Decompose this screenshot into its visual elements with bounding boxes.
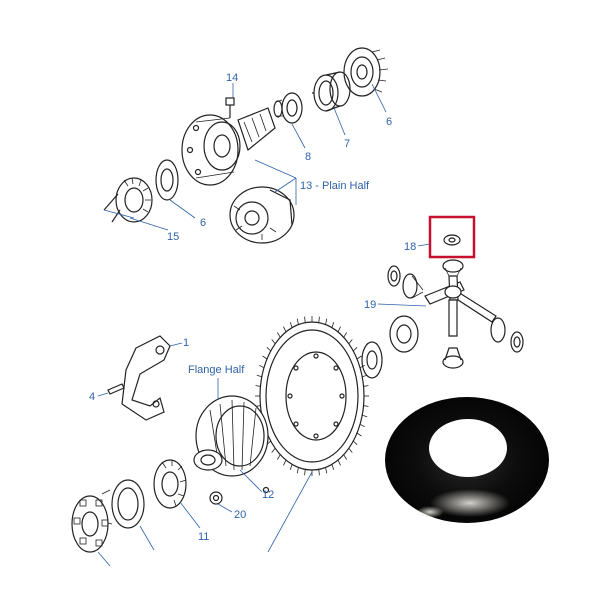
ring-gear-tooth	[325, 318, 328, 325]
part-11-side-gear	[153, 459, 187, 509]
ring-gear-tooth	[262, 355, 268, 360]
bearing-cup-lower	[101, 479, 145, 529]
ring-gear-tooth	[356, 355, 362, 360]
ring-gear-tooth	[348, 339, 353, 344]
ring-gear-tooth	[359, 423, 365, 427]
label-1: 1	[183, 337, 189, 349]
ring-gear-tooth	[271, 339, 276, 344]
upper-assembly	[103, 47, 389, 244]
part-14-bolt	[225, 97, 235, 118]
flange-half-housing	[193, 395, 269, 477]
label-14: 14	[226, 72, 238, 84]
part-19-spider	[361, 259, 524, 379]
ring-gear-tooth	[343, 332, 348, 338]
label-4: 4	[89, 391, 95, 403]
ring-gear-tooth	[362, 374, 368, 378]
ring-gear-tooth	[348, 448, 353, 453]
ring-gear-tooth	[304, 469, 306, 476]
part-15-side-gear	[103, 177, 153, 223]
ring-gear-tooth	[343, 454, 348, 460]
ring-gear	[255, 316, 369, 476]
ring-gear-tooth	[256, 374, 262, 378]
ring-gear-tooth	[353, 347, 358, 352]
label-13: 13 - Plain Half	[300, 180, 370, 192]
label-15: 15	[167, 231, 179, 243]
label-flange-half: Flange Half	[188, 364, 245, 376]
ring-gear-tooth	[271, 448, 276, 453]
ring-gear-tooth	[331, 464, 335, 471]
ring-gear-tooth	[318, 469, 320, 476]
part-4-pin	[107, 383, 125, 395]
ring-gear-tooth	[353, 440, 358, 445]
label-6-mid: 6	[200, 217, 206, 229]
ring-gear-tooth	[276, 454, 281, 460]
ring-gear-tooth	[259, 365, 265, 369]
label-6-top: 6	[386, 116, 392, 128]
label-18: 18	[404, 241, 416, 253]
thrust-washer-photo	[385, 397, 549, 523]
ring-gear-tooth	[331, 321, 335, 328]
ring-gear-tooth	[255, 385, 261, 387]
ring-gear-tooth	[359, 365, 365, 369]
ring-gear-tooth	[337, 326, 341, 333]
ring-gear-tooth	[296, 318, 299, 325]
ring-gear-tooth	[363, 405, 369, 407]
ring-gear-tooth	[356, 432, 362, 437]
ring-gear-tooth	[266, 347, 271, 352]
ring-gear-tooth	[363, 385, 369, 387]
ring-gear-tooth	[296, 467, 299, 474]
ring-gear-tooth	[318, 316, 320, 323]
pinion-housing	[181, 107, 276, 186]
ring-gear-tooth	[337, 459, 341, 466]
part-7-bearing-cup	[312, 71, 351, 112]
ring-gear-tooth	[362, 414, 368, 418]
ring-gear-tooth	[289, 464, 293, 471]
label-20: 20	[234, 509, 246, 521]
label-8: 8	[305, 151, 311, 163]
ring-gear-tooth	[289, 321, 293, 328]
ring-gear-tooth	[283, 459, 287, 466]
ring-gear-tooth	[283, 326, 287, 333]
part-18-highlight-box	[428, 215, 476, 259]
part-20-nut	[209, 491, 223, 505]
part-13-plain-half	[229, 186, 295, 244]
bearing-cone-lower	[71, 495, 109, 553]
label-7: 7	[344, 138, 350, 150]
part-8-bearing-cone	[273, 92, 303, 124]
label-12: 12	[262, 489, 274, 501]
ring-gear-tooth	[304, 316, 306, 323]
ring-gear-tooth	[325, 467, 328, 474]
part-1-bearing-cap	[121, 335, 171, 421]
part-6-top-gear	[343, 47, 389, 97]
label-19: 19	[364, 299, 376, 311]
ring-gear-tooth	[276, 332, 281, 338]
label-11: 11	[198, 531, 209, 543]
part-6-mid-washer	[155, 159, 179, 201]
part-12-bolt-hole	[262, 486, 270, 494]
